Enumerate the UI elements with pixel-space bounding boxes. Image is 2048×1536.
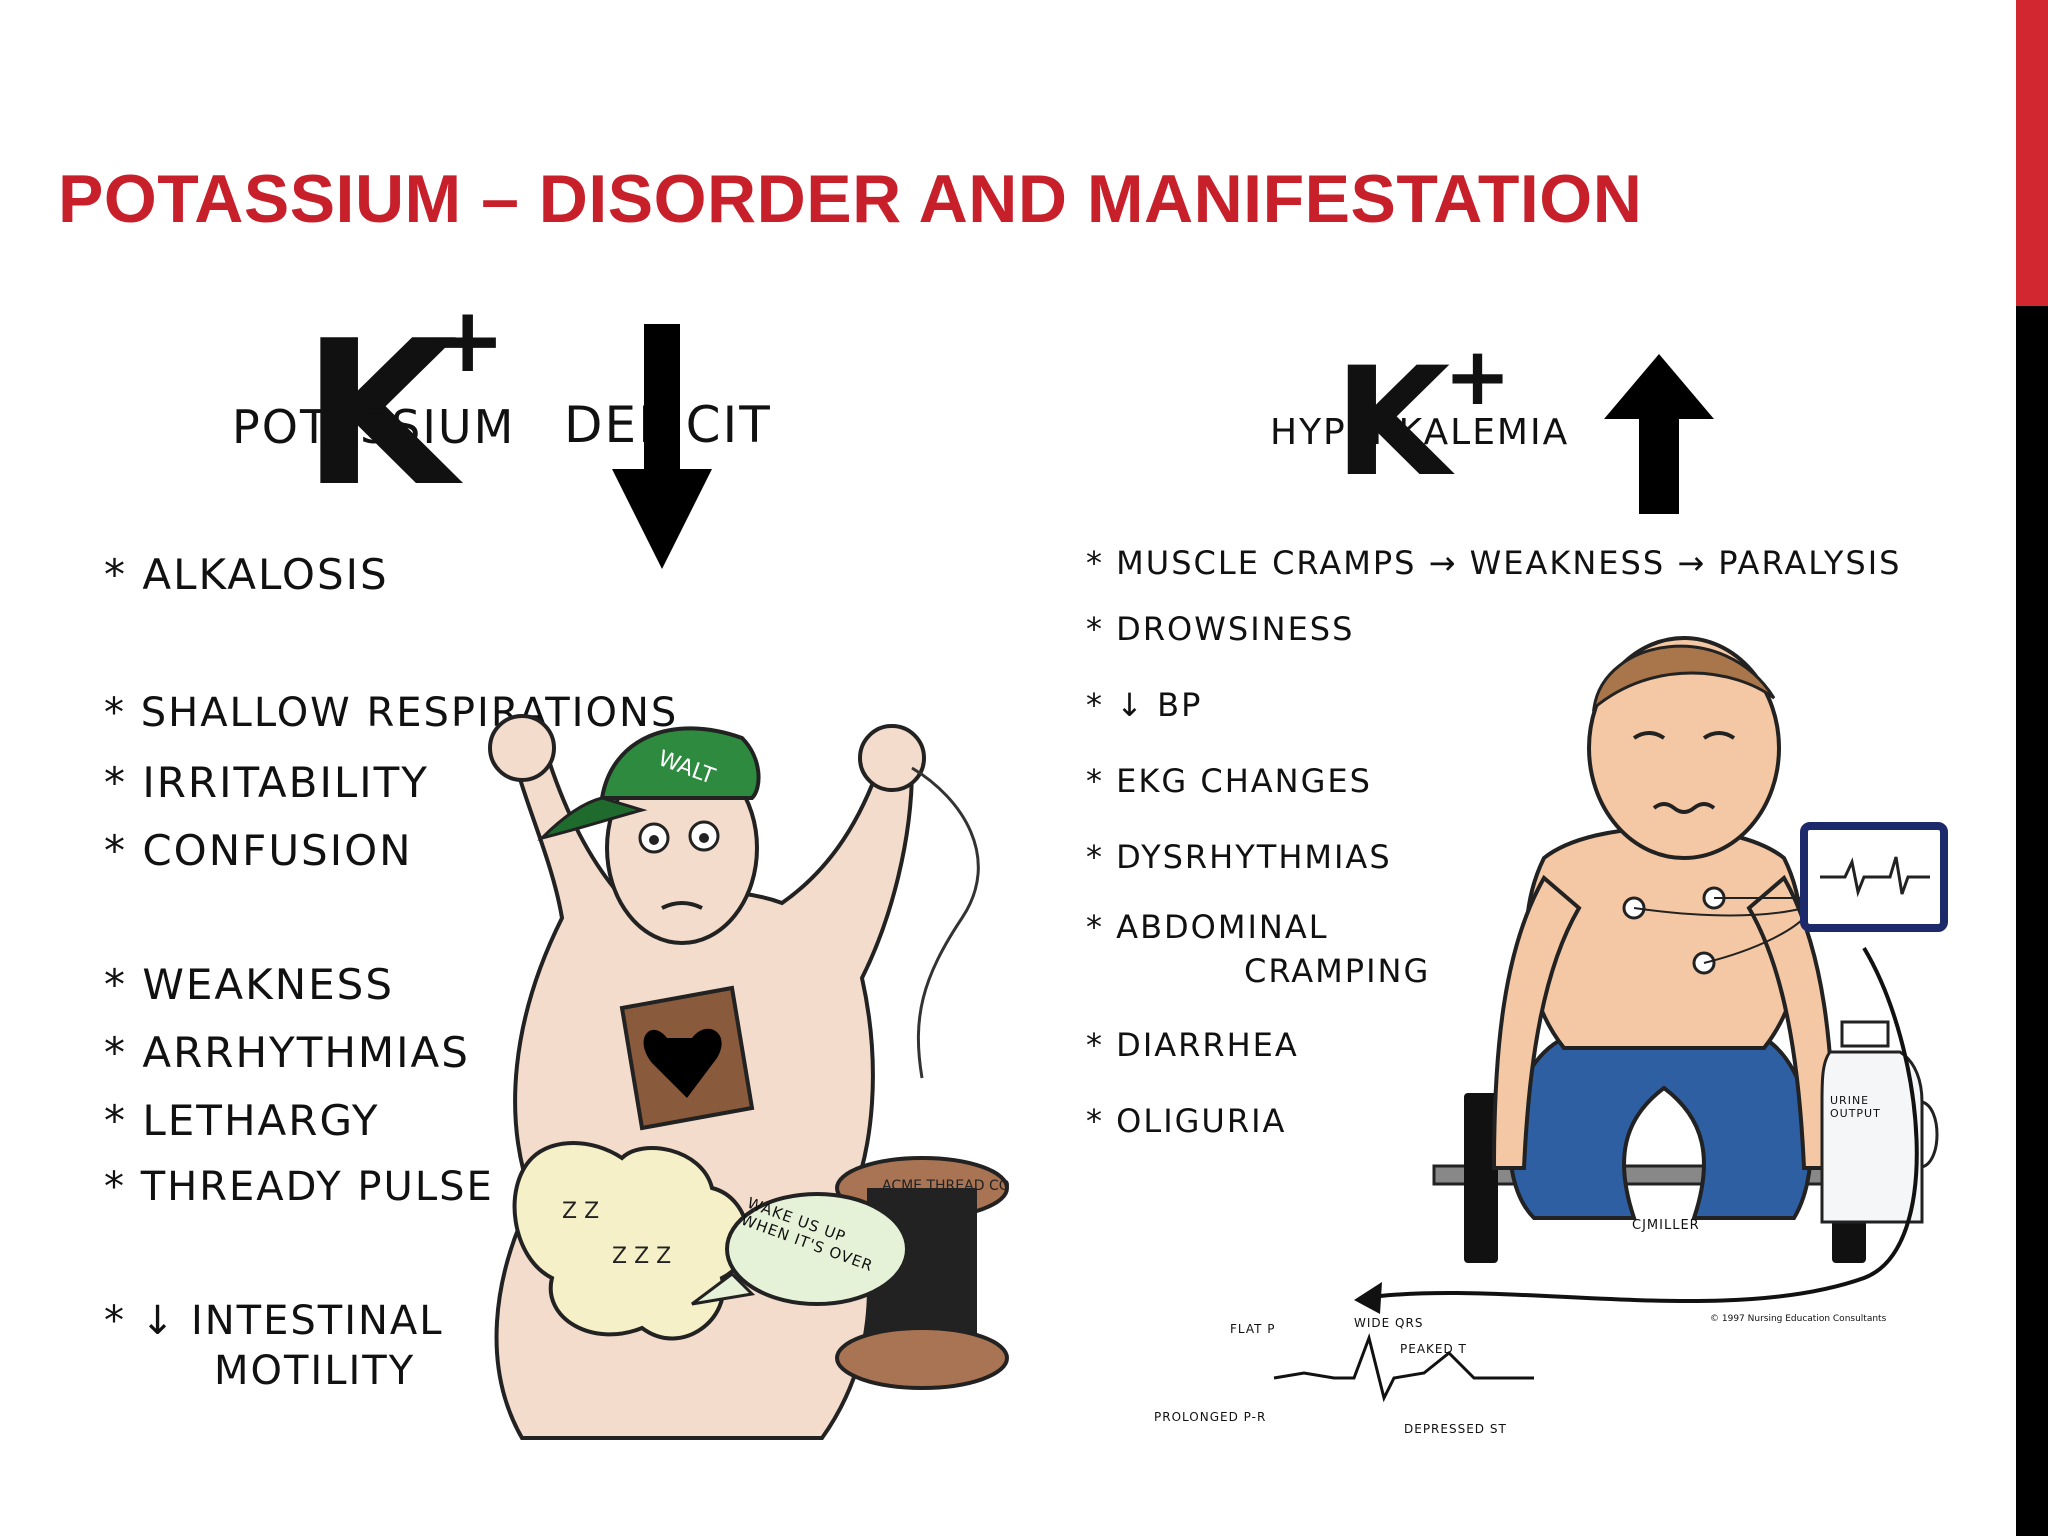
spool-label: ACME THREAD CO bbox=[882, 1178, 1010, 1194]
potassium-label: POTASSIUM bbox=[232, 400, 516, 454]
up-arrow-icon bbox=[1604, 354, 1714, 514]
down-arrow-icon bbox=[612, 324, 712, 569]
hyperkalemia-illustration: K + HYPERKALEMIA * MUSCLE CRAMPS → WEAKN… bbox=[1064, 318, 1984, 1488]
symptom-ekg-changes: * EKG CHANGES bbox=[1086, 762, 1372, 800]
symptom-cramping: CRAMPING bbox=[1244, 952, 1431, 990]
k-symbol-right: K bbox=[1334, 336, 1451, 510]
svg-text:Z Z Z: Z Z Z bbox=[612, 1244, 671, 1269]
weak-man-figure: WALT Z Z Z Z Z ACME THREAD CO bbox=[488, 714, 1010, 1440]
symptom-lethargy: * LETHARGY bbox=[104, 1096, 380, 1145]
hyperkalemia-label: HYPERKALEMIA bbox=[1270, 412, 1570, 453]
symptom-arrhythmias: * ARRHYTHMIAS bbox=[104, 1028, 470, 1077]
symptom-shallow-respirations: * SHALLOW RESPIRATIONS bbox=[104, 690, 679, 736]
ekg-label-peaked-t: PEAKED T bbox=[1400, 1342, 1467, 1356]
ekg-strip bbox=[1273, 1332, 1534, 1403]
slide-title: POTASSIUM – DISORDER AND MANIFESTATION bbox=[58, 161, 1643, 237]
hypokalemia-illustration: K + POTASSIUM DEFICIT * ALKALOSIS * SHAL… bbox=[92, 288, 1028, 1488]
urine-output-label: URINE OUTPUT bbox=[1830, 1094, 1881, 1120]
k-superscript: + bbox=[430, 288, 508, 393]
symptom-muscle-cramps: * MUSCLE CRAMPS → WEAKNESS → PARALYSIS bbox=[1086, 544, 1902, 582]
accent-bar bbox=[2016, 0, 2048, 306]
ekg-label-depressed-st: DEPRESSED ST bbox=[1404, 1422, 1507, 1436]
symptom-thready-pulse: * THREADY PULSE bbox=[104, 1164, 494, 1210]
svg-text:Z Z: Z Z bbox=[562, 1199, 599, 1224]
speech-bubble bbox=[691, 1192, 909, 1306]
ekg-label-wide-qrs: WIDE QRS bbox=[1354, 1316, 1424, 1330]
symptom-intestinal: * ↓ INTESTINAL bbox=[104, 1298, 444, 1344]
symptom-confusion: * CONFUSION bbox=[104, 826, 413, 875]
ekg-monitor-icon bbox=[1800, 822, 1948, 932]
symptom-oliguria: * OLIGURIA bbox=[1086, 1102, 1287, 1140]
symptom-weakness: * WEAKNESS bbox=[104, 960, 394, 1009]
symptom-drowsiness: * DROWSINESS bbox=[1086, 610, 1355, 648]
symptom-abdominal: * ABDOMINAL bbox=[1086, 908, 1329, 946]
symptom-dysrhythmias: * DYSRHYTHMIAS bbox=[1086, 838, 1392, 876]
copyright-notice: © 1997 Nursing Education Consultants bbox=[1710, 1314, 1887, 1324]
k-superscript-right: + bbox=[1444, 330, 1514, 423]
ekg-label-prolonged-pr: PROLONGED P-R bbox=[1154, 1410, 1267, 1424]
cable-arrow bbox=[1354, 946, 1919, 1314]
dark-side-bar bbox=[2016, 306, 2048, 1536]
symptom-alkalosis: * ALKALOSIS bbox=[104, 550, 389, 599]
urine-jug-icon bbox=[1820, 1020, 1939, 1224]
k-symbol: K bbox=[302, 298, 457, 531]
symptom-irritability: * IRRITABILITY bbox=[104, 758, 429, 807]
symptom-motility: MOTILITY bbox=[214, 1348, 416, 1394]
symptom-diarrhea: * DIARRHEA bbox=[1086, 1026, 1299, 1064]
ekg-label-flat-p: FLAT P bbox=[1230, 1322, 1276, 1336]
artist-signature: CJMILLER bbox=[1632, 1218, 1700, 1233]
symptom-low-bp: * ↓ BP bbox=[1086, 686, 1203, 724]
